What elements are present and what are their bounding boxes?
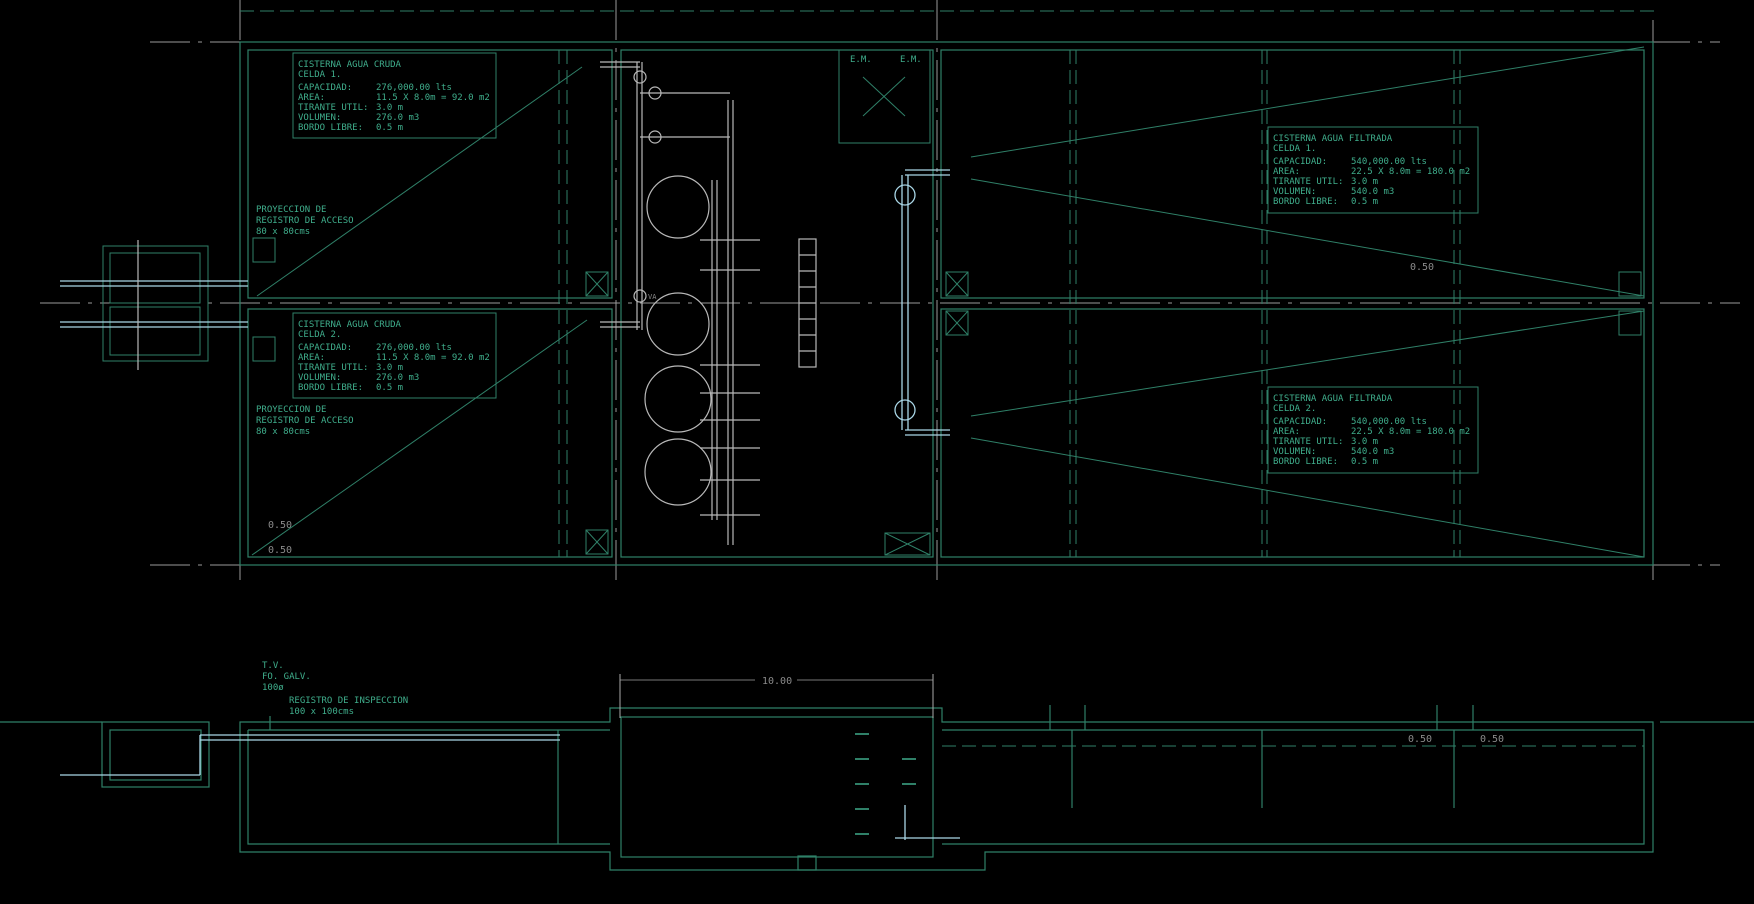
svg-text:REGISTRO DE ACCESO: REGISTRO DE ACCESO [256, 416, 354, 426]
svg-text:80 x 80cms: 80 x 80cms [256, 227, 310, 237]
cross-section [0, 705, 1754, 871]
pump-room-piping: VA [600, 61, 817, 545]
filtered-cell-2-table: CISTERNA AGUA FILTRADA CELDA 2. CAPACIDA… [1267, 386, 1479, 474]
em-label: E.M. [900, 55, 922, 65]
electric-meter-room: E.M. E.M. [838, 49, 931, 144]
svg-text:BORDO LIBRE:: BORDO LIBRE: [1273, 457, 1338, 467]
svg-text:540.0 m3: 540.0 m3 [1351, 187, 1394, 197]
pump-tank [644, 365, 712, 433]
svg-text:TIRANTE UTIL:: TIRANTE UTIL: [1273, 177, 1343, 187]
svg-text:CELDA 1.: CELDA 1. [298, 70, 341, 80]
svg-text:AREA:: AREA: [298, 353, 325, 363]
svg-text:TIRANTE UTIL:: TIRANTE UTIL: [298, 103, 368, 113]
svg-text:276.0 m3: 276.0 m3 [376, 113, 419, 123]
pump-tank [644, 438, 712, 506]
svg-text:CELDA 2.: CELDA 2. [298, 330, 341, 340]
svg-text:CAPACIDAD:: CAPACIDAD: [298, 343, 352, 353]
svg-text:0.50: 0.50 [1410, 262, 1434, 273]
svg-text:PROYECCION DE: PROYECCION DE [256, 205, 326, 215]
svg-text:T.V.: T.V. [262, 661, 284, 671]
svg-text:100ø: 100ø [262, 683, 284, 693]
svg-text:100 x 100cms: 100 x 100cms [289, 707, 354, 717]
svg-text:VOLUMEN:: VOLUMEN: [298, 373, 341, 383]
svg-text:22.5 X 8.0m = 180.0 m2: 22.5 X 8.0m = 180.0 m2 [1351, 167, 1470, 177]
raw-cell-2-table: CISTERNA AGUA CRUDA CELDA 2. CAPACIDAD: 2… [292, 312, 497, 399]
svg-text:REGISTRO DE ACCESO: REGISTRO DE ACCESO [256, 216, 354, 226]
svg-text:0.50: 0.50 [1480, 734, 1504, 745]
svg-text:0.50: 0.50 [1408, 734, 1432, 745]
svg-text:0.5 m: 0.5 m [1351, 457, 1378, 467]
svg-text:10.00: 10.00 [762, 676, 792, 687]
section-dimensions: 10.00 0.50 0.50 [619, 672, 1504, 745]
svg-text:CAPACIDAD:: CAPACIDAD: [298, 83, 352, 93]
svg-text:CAPACIDAD:: CAPACIDAD: [1273, 157, 1327, 167]
em-label: E.M. [850, 55, 872, 65]
svg-text:540.0 m3: 540.0 m3 [1351, 447, 1394, 457]
svg-text:3.0 m: 3.0 m [376, 103, 403, 113]
svg-text:22.5 X 8.0m = 180.0 m2: 22.5 X 8.0m = 180.0 m2 [1351, 427, 1470, 437]
valve-label: VA [648, 293, 657, 301]
svg-text:FO. GALV.: FO. GALV. [262, 672, 311, 682]
svg-text:CAPACIDAD:: CAPACIDAD: [1273, 417, 1327, 427]
svg-text:0.50: 0.50 [268, 520, 292, 531]
svg-text:CISTERNA AGUA CRUDA: CISTERNA AGUA CRUDA [298, 320, 402, 330]
svg-text:11.5 X 8.0m = 92.0 m2: 11.5 X 8.0m = 92.0 m2 [376, 353, 490, 363]
access-notes: PROYECCION DE REGISTRO DE ACCESO 80 x 80… [256, 205, 354, 437]
svg-text:BORDO LIBRE:: BORDO LIBRE: [298, 383, 363, 393]
svg-text:VOLUMEN:: VOLUMEN: [298, 113, 341, 123]
svg-text:276,000.00 lts: 276,000.00 lts [376, 343, 452, 353]
svg-text:80 x 80cms: 80 x 80cms [256, 427, 310, 437]
svg-text:0.5 m: 0.5 m [376, 123, 403, 133]
filtered-cell-1-table: CISTERNA AGUA FILTRADA CELDA 1. CAPACIDA… [1267, 126, 1479, 214]
raw-cell-1-table: CISTERNA AGUA CRUDA CELDA 1. CAPACIDAD: 2… [292, 52, 497, 139]
plan-dimensions: 0.50 0.50 0.50 [268, 262, 1434, 556]
svg-text:540,000.00 lts: 540,000.00 lts [1351, 417, 1427, 427]
svg-text:REGISTRO DE INSPECCION: REGISTRO DE INSPECCION [289, 696, 408, 706]
svg-text:AREA:: AREA: [1273, 167, 1300, 177]
svg-text:BORDO LIBRE:: BORDO LIBRE: [1273, 197, 1338, 207]
svg-text:CISTERNA AGUA CRUDA: CISTERNA AGUA CRUDA [298, 60, 402, 70]
section-level-marks [855, 733, 916, 835]
svg-text:VOLUMEN:: VOLUMEN: [1273, 447, 1316, 457]
svg-text:3.0 m: 3.0 m [1351, 177, 1378, 187]
svg-text:11.5 X 8.0m = 92.0 m2: 11.5 X 8.0m = 92.0 m2 [376, 93, 490, 103]
svg-text:0.5 m: 0.5 m [376, 383, 403, 393]
svg-text:0.5 m: 0.5 m [1351, 197, 1378, 207]
filter-piping [894, 169, 950, 436]
svg-text:PROYECCION DE: PROYECCION DE [256, 405, 326, 415]
svg-text:3.0 m: 3.0 m [376, 363, 403, 373]
svg-text:VOLUMEN:: VOLUMEN: [1273, 187, 1316, 197]
svg-text:TIRANTE UTIL:: TIRANTE UTIL: [1273, 437, 1343, 447]
svg-text:276,000.00 lts: 276,000.00 lts [376, 83, 452, 93]
svg-text:AREA:: AREA: [298, 93, 325, 103]
inlet-registers [60, 240, 248, 370]
svg-text:3.0 m: 3.0 m [1351, 437, 1378, 447]
svg-text:CELDA 1.: CELDA 1. [1273, 144, 1316, 154]
svg-text:276.0 m3: 276.0 m3 [376, 373, 419, 383]
svg-text:0.50: 0.50 [268, 545, 292, 556]
svg-text:CISTERNA AGUA FILTRADA: CISTERNA AGUA FILTRADA [1273, 394, 1393, 404]
grid-axes [40, 0, 1740, 580]
svg-text:AREA:: AREA: [1273, 427, 1300, 437]
svg-text:CELDA 2.: CELDA 2. [1273, 404, 1316, 414]
svg-text:TIRANTE UTIL:: TIRANTE UTIL: [298, 363, 368, 373]
svg-text:540,000.00 lts: 540,000.00 lts [1351, 157, 1427, 167]
pump-tank [646, 292, 710, 356]
svg-text:BORDO LIBRE:: BORDO LIBRE: [298, 123, 363, 133]
svg-text:CISTERNA AGUA FILTRADA: CISTERNA AGUA FILTRADA [1273, 134, 1393, 144]
section-notes: T.V. FO. GALV. 100ø REGISTRO DE INSPECCI… [262, 661, 408, 717]
pump-tank [646, 175, 710, 239]
